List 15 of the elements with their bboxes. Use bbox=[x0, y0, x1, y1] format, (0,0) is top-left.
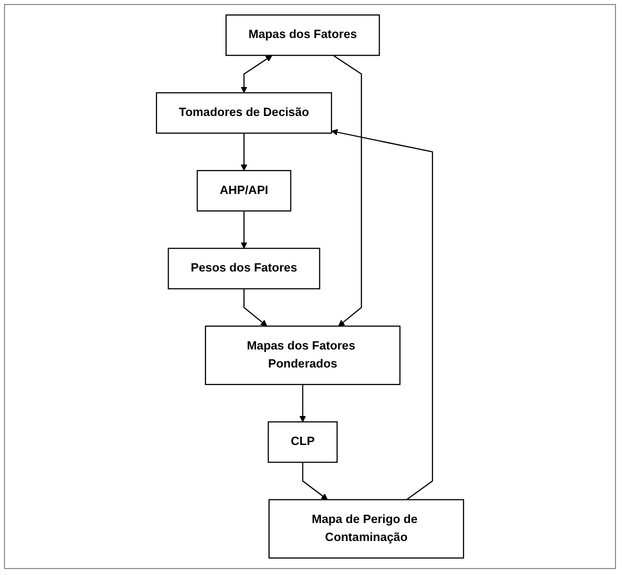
node-box: Pesos dos Fatores bbox=[168, 248, 320, 290]
arrow bbox=[302, 462, 328, 500]
node-box: Mapa de Perigo de Contaminação bbox=[268, 499, 464, 559]
node-box: CLP bbox=[268, 421, 338, 463]
node-box: Mapas dos Fatores Ponderados bbox=[204, 326, 400, 386]
arrow bbox=[240, 133, 248, 171]
arrow bbox=[331, 129, 434, 500]
arrow bbox=[332, 54, 362, 326]
arrow bbox=[240, 55, 272, 94]
node-box: Tomadores de Decisão bbox=[156, 92, 332, 134]
arrow bbox=[299, 384, 306, 422]
arrow bbox=[243, 288, 268, 326]
node-box: AHP/API bbox=[196, 170, 292, 212]
node-box: Mapas dos Fatores bbox=[226, 14, 380, 56]
arrow bbox=[240, 210, 248, 249]
